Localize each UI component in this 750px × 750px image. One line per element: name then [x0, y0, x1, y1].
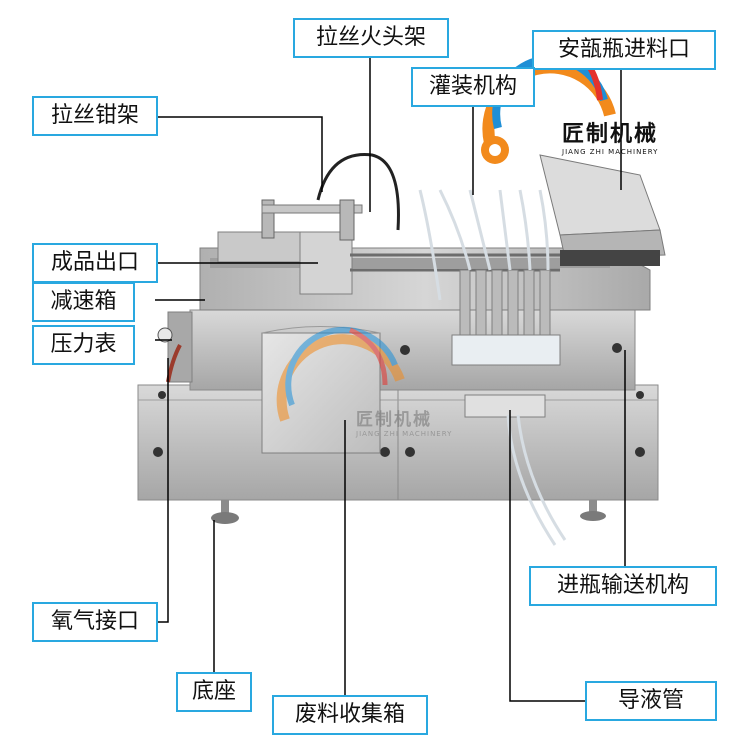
label-gearbox: 减速箱 — [32, 282, 135, 322]
label-oxygen-inlet: 氧气接口 — [32, 602, 158, 642]
clamp-frame — [261, 153, 400, 241]
lower-cabinet — [137, 384, 659, 501]
label-ampoule-inlet: 安瓿瓶进料口 — [532, 30, 716, 70]
filling-nozzles — [451, 269, 561, 418]
leader-lines — [155, 58, 626, 702]
label-filling-mechanism: 灌装机构 — [411, 67, 535, 107]
watermark-mark — [276, 326, 405, 422]
label-wire-drawing-clamp-frame: 拉丝钳架 — [32, 96, 158, 136]
label-wire-drawing-torch-frame: 拉丝火头架 — [293, 18, 449, 58]
upper-cabinet — [189, 309, 636, 391]
feet — [211, 500, 606, 524]
label-bottle-feed-conveyor: 进瓶输送机构 — [529, 566, 717, 606]
label-base: 底座 — [176, 672, 252, 712]
label-liquid-guide-pipe: 导液管 — [585, 681, 717, 721]
watermark-name: 匠制机械 — [356, 410, 432, 430]
logo-name: 匠制机械 — [562, 122, 659, 147]
watermark: 匠制机械 JIANG ZHI MACHINERY — [356, 405, 452, 438]
label-waste-collection-box: 废料收集箱 — [272, 695, 428, 735]
tubing — [418, 189, 567, 546]
label-product-outlet: 成品出口 — [32, 243, 158, 283]
logo-subtitle: JIANG ZHI MACHINERY — [562, 148, 659, 156]
logo: 匠制机械 JIANG ZHI MACHINERY — [562, 116, 658, 156]
label-pressure-gauge: 压力表 — [32, 325, 135, 365]
infeed-hopper — [539, 154, 666, 266]
watermark-subtitle: JIANG ZHI MACHINERY — [356, 430, 453, 438]
